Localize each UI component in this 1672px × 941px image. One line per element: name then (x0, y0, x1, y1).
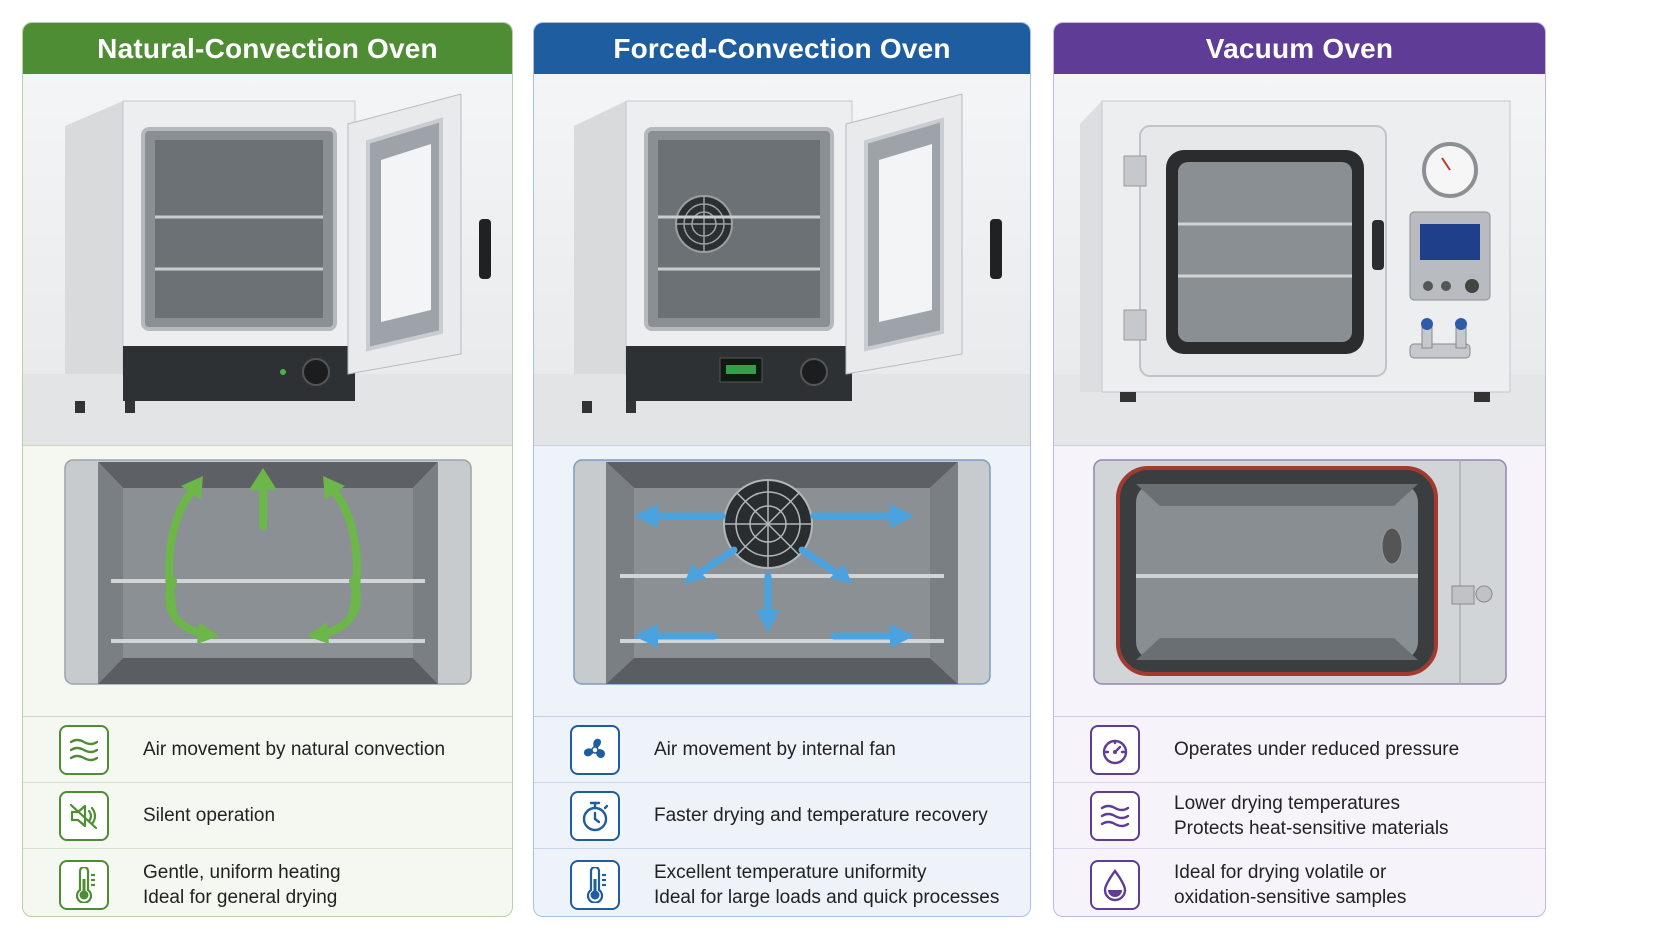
feature-row: Ideal for drying volatile or oxidation-s… (1054, 849, 1545, 916)
feature-row: Air movement by internal fan (534, 717, 1030, 783)
speaker-muted-icon (59, 790, 109, 841)
feature-text: Air movement by internal fan (654, 739, 896, 760)
oven-photo (534, 74, 1030, 445)
feature-text-line-1: Excellent temperature uniformity (654, 862, 927, 883)
feature-text-line-2: Ideal for general drying (143, 887, 338, 908)
waves-icon (59, 724, 109, 775)
column-title: Vacuum Oven (1054, 23, 1545, 74)
feature-row: Lower drying temperatures Protects heat-… (1054, 783, 1545, 849)
forced-airflow-illustration (573, 459, 991, 685)
column-title: Natural-Convection Oven (23, 23, 512, 74)
feature-text: Operates under reduced pressure (1174, 739, 1460, 760)
feature-text: Faster drying and temperature recovery (654, 805, 988, 826)
feature-row: Excellent temperature uniformity Ideal f… (534, 849, 1030, 916)
convection-arrows (165, 478, 361, 638)
feature-row: Air movement by natural convection (23, 717, 512, 783)
column-title-text: Forced-Convection Oven (613, 32, 951, 64)
feature-text-line-1: Ideal for drying volatile or (1174, 862, 1387, 883)
droplet-icon (1090, 860, 1140, 910)
natural-airflow-illustration (64, 459, 472, 685)
feature-text: Air movement by natural convection (143, 739, 446, 760)
stopwatch-icon (570, 790, 620, 841)
column-title: Forced-Convection Oven (534, 23, 1030, 74)
natural-oven-illustration (23, 93, 512, 445)
column-title-text: Natural-Convection Oven (97, 32, 438, 64)
fan-icon (570, 724, 620, 775)
oven-photo (1054, 74, 1545, 445)
chamber-diagram (1054, 445, 1545, 717)
forced-oven-illustration (534, 93, 1030, 445)
vacuum-oven-illustration (1054, 100, 1545, 445)
gauge-icon (1090, 724, 1140, 775)
waves-icon (1090, 790, 1140, 841)
oven-photo (23, 74, 512, 445)
feature-text-line-1: Gentle, uniform heating (143, 862, 341, 883)
feature-text-line-1: Lower drying temperatures (1174, 792, 1400, 814)
vacuum-chamber-illustration (1093, 459, 1507, 685)
feature-text-line-2: oxidation-sensitive samples (1174, 887, 1407, 908)
feature-row: Faster drying and temperature recovery (534, 783, 1030, 849)
thermometer-icon (570, 860, 620, 910)
airflow-diagram (534, 445, 1030, 717)
feature-row: Operates under reduced pressure (1054, 717, 1545, 783)
feature-row: Silent operation (23, 783, 512, 849)
airflow-diagram (23, 445, 512, 717)
feature-text: Silent operation (143, 805, 276, 826)
column-title-text: Vacuum Oven (1205, 32, 1394, 64)
feature-text-line-2: Ideal for large loads and quick processe… (654, 887, 1000, 908)
feature-text-line-2: Protects heat-sensitive materials (1174, 817, 1449, 839)
thermometer-icon (59, 860, 109, 910)
feature-row: Gentle, uniform heating Ideal for genera… (23, 849, 512, 916)
fan-airflow-arrows (648, 512, 900, 640)
column-natural-convection: Natural-Convection Oven (22, 22, 513, 917)
column-forced-convection: Forced-Convection Oven (533, 22, 1031, 917)
column-vacuum: Vacuum Oven (1053, 22, 1546, 917)
